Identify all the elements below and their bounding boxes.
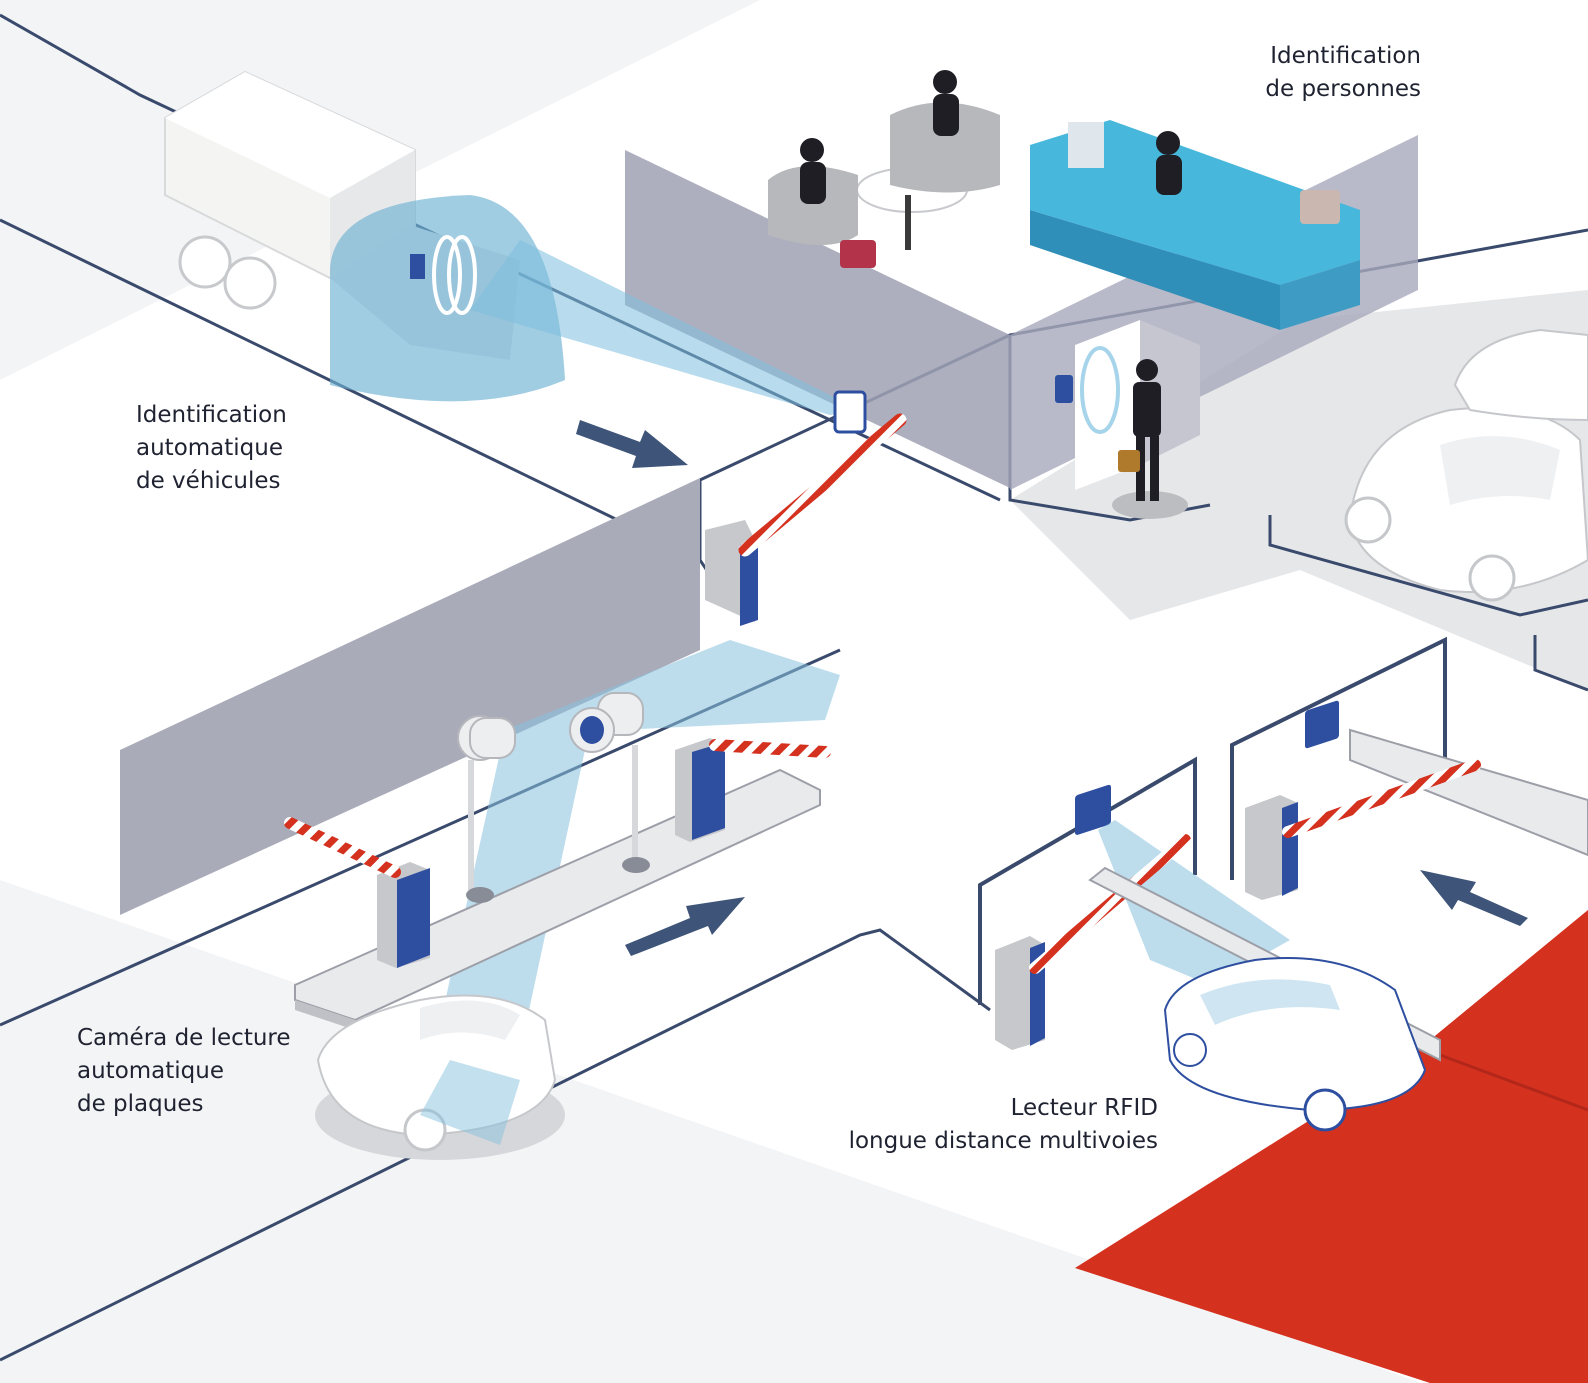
label-plate-reading-camera: Caméra de lecture automatique de plaques [77,1022,291,1121]
badge-reader-icon [1055,346,1120,434]
label-vehicle-identification: Identification automatique de véhicules [136,399,287,498]
label-line: Caméra de lecture [77,1025,291,1051]
label-line: automatique [77,1058,224,1084]
label-line: longue distance multivoies [848,1128,1158,1154]
label-line: automatique [136,435,283,461]
rfid-reader-icon [1305,700,1339,749]
label-person-identification: Identification de personnes [1265,40,1421,106]
badge-reader-icon [833,390,867,434]
camera-icon [457,715,516,903]
camera-icon [569,692,650,873]
reception-desk-icon [1030,120,1360,330]
direction-arrow-icon [576,420,688,468]
meeting-area [768,70,1000,268]
label-line: Lecteur RFID [1010,1095,1158,1121]
direction-arrow-icon [625,897,745,956]
person-icon [1112,359,1188,519]
barrier-gate-icon [284,817,430,968]
car-icon [1453,328,1588,422]
person-icon [800,138,826,204]
label-line: de personnes [1265,76,1421,102]
direction-arrow-icon [1420,870,1528,926]
rfid-reader-icon [1075,784,1111,835]
barrier-gate-icon [675,738,831,842]
label-line: Identification [1270,43,1421,69]
rfid-tag-icon [410,254,425,279]
person-icon [1156,131,1182,195]
car-icon [1163,957,1427,1132]
label-line: de véhicules [136,468,281,494]
person-icon [933,70,959,136]
barrier-gate-icon [1230,636,1588,900]
boundary-wall [120,478,700,915]
red-zone [1075,910,1588,1383]
briefcase-icon [840,240,876,268]
label-line: de plaques [77,1091,204,1117]
label-line: Identification [136,402,287,428]
car-icon [1344,407,1588,602]
vehicle-tag-reader [330,195,860,415]
label-rfid-reader: Lecteur RFID longue distance multivoies [849,1092,1158,1158]
barrier-gate-icon [705,390,907,626]
